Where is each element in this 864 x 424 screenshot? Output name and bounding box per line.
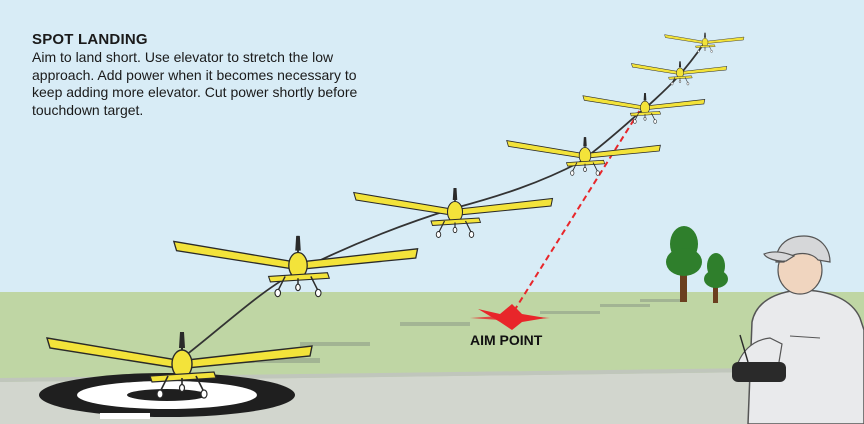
airplane-icon <box>631 61 728 86</box>
flight-path <box>171 41 706 367</box>
airplane-icon <box>353 188 554 238</box>
caption-body: Aim to land short. Use elevator to stret… <box>32 49 358 118</box>
aim-point-label: AIM POINT <box>470 332 543 348</box>
ground-shadows <box>230 299 680 363</box>
airplane-icon <box>582 92 706 124</box>
airplane-sequence <box>46 32 745 399</box>
circular-landing-pad-icon <box>39 373 295 419</box>
airplane-icon <box>506 137 661 176</box>
airplane-icon <box>664 32 745 53</box>
caption-block: SPOT LANDING Aim to land short. Use elev… <box>32 31 372 119</box>
airplane-icon <box>46 332 313 399</box>
caption-title: SPOT LANDING <box>32 31 148 48</box>
person-with-transmitter-icon <box>732 235 864 424</box>
cross-marker-icon <box>470 304 550 330</box>
tree-icon <box>704 253 728 303</box>
airplane-icon <box>172 235 419 298</box>
tree-icon <box>666 226 702 302</box>
